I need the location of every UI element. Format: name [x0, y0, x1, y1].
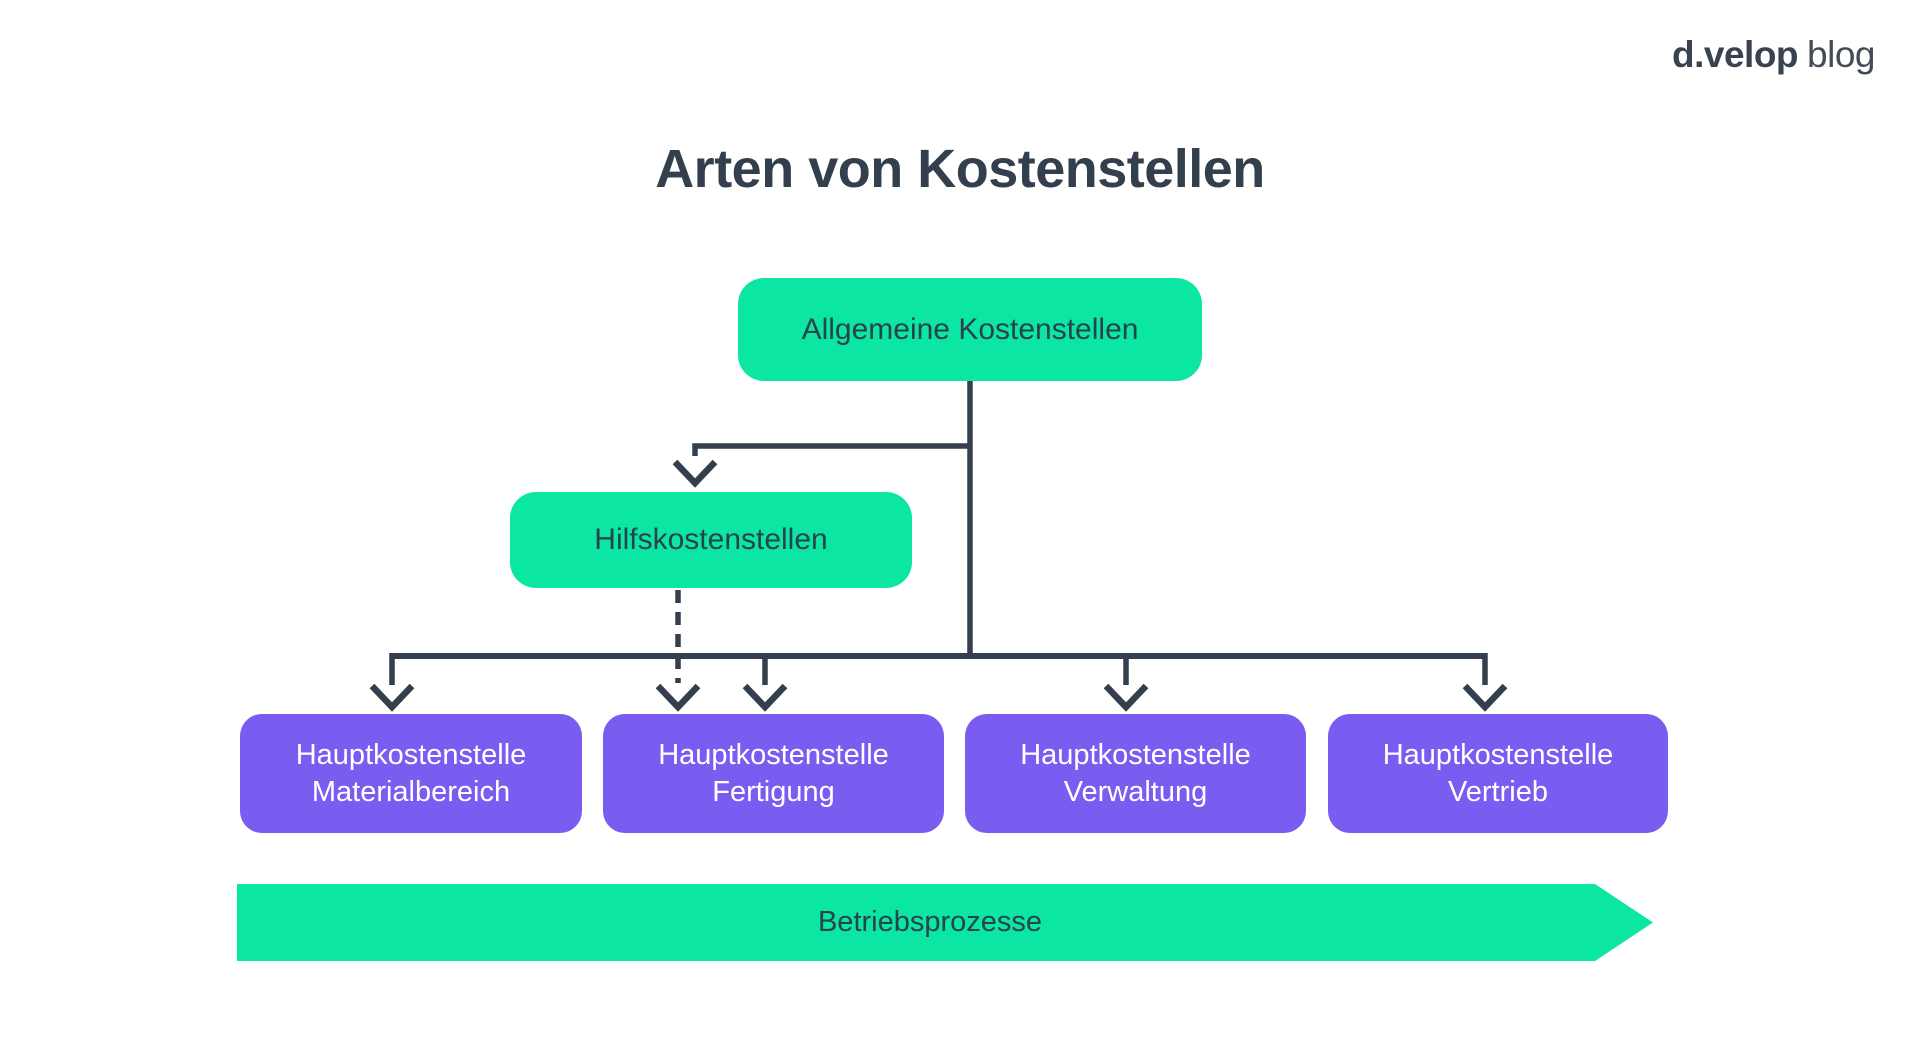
node-label: Allgemeine Kostenstellen — [801, 312, 1139, 346]
arrowhead-auxiliary — [672, 459, 718, 488]
node-label-line1: Hauptkostenstelle — [658, 738, 889, 771]
arrowhead-fertigung — [742, 683, 788, 712]
node-label-line2: Verwaltung — [1063, 775, 1208, 808]
branch-line-auxiliary — [692, 443, 970, 456]
node-label-line2: Vertrieb — [1448, 775, 1548, 808]
arrowhead-materialbereich — [369, 683, 415, 712]
logo-suffix-text: blog — [1807, 34, 1875, 75]
arrowhead-verwaltung — [1103, 683, 1149, 712]
node-label-line1: Hauptkostenstelle — [1382, 738, 1614, 771]
logo-brand-text: d.velop — [1672, 34, 1799, 75]
arrowhead-vertrieb — [1462, 683, 1508, 712]
node-label-line2: Fertigung — [712, 775, 835, 808]
node-hauptkostenstelle-vertrieb: Hauptkostenstelle Vertrieb — [1328, 714, 1668, 833]
diagram-title: Arten von Kostenstellen — [655, 139, 1265, 199]
node-hauptkostenstelle-materialbereich: Hauptkostenstelle Materialbereich — [240, 714, 582, 833]
node-label: Hilfskostenstellen — [594, 523, 828, 556]
arrowhead-dashed-allocation — [655, 683, 701, 712]
node-hauptkostenstelle-verwaltung: Hauptkostenstelle Verwaltung — [965, 714, 1306, 833]
betriebsprozesse-arrow-banner: Betriebsprozesse — [237, 884, 1653, 961]
node-label-line1: Hauptkostenstelle — [1020, 738, 1251, 771]
node-hilfskostenstellen: Hilfskostenstellen — [510, 492, 912, 588]
node-label-line1: Hauptkostenstelle — [295, 738, 527, 771]
node-hauptkostenstelle-fertigung: Hauptkostenstelle Fertigung — [603, 714, 944, 833]
node-allgemeine-kostenstellen: Allgemeine Kostenstellen — [738, 278, 1202, 381]
node-label-line2: Materialbereich — [311, 775, 511, 808]
banner-label: Betriebsprozesse — [817, 906, 1043, 938]
